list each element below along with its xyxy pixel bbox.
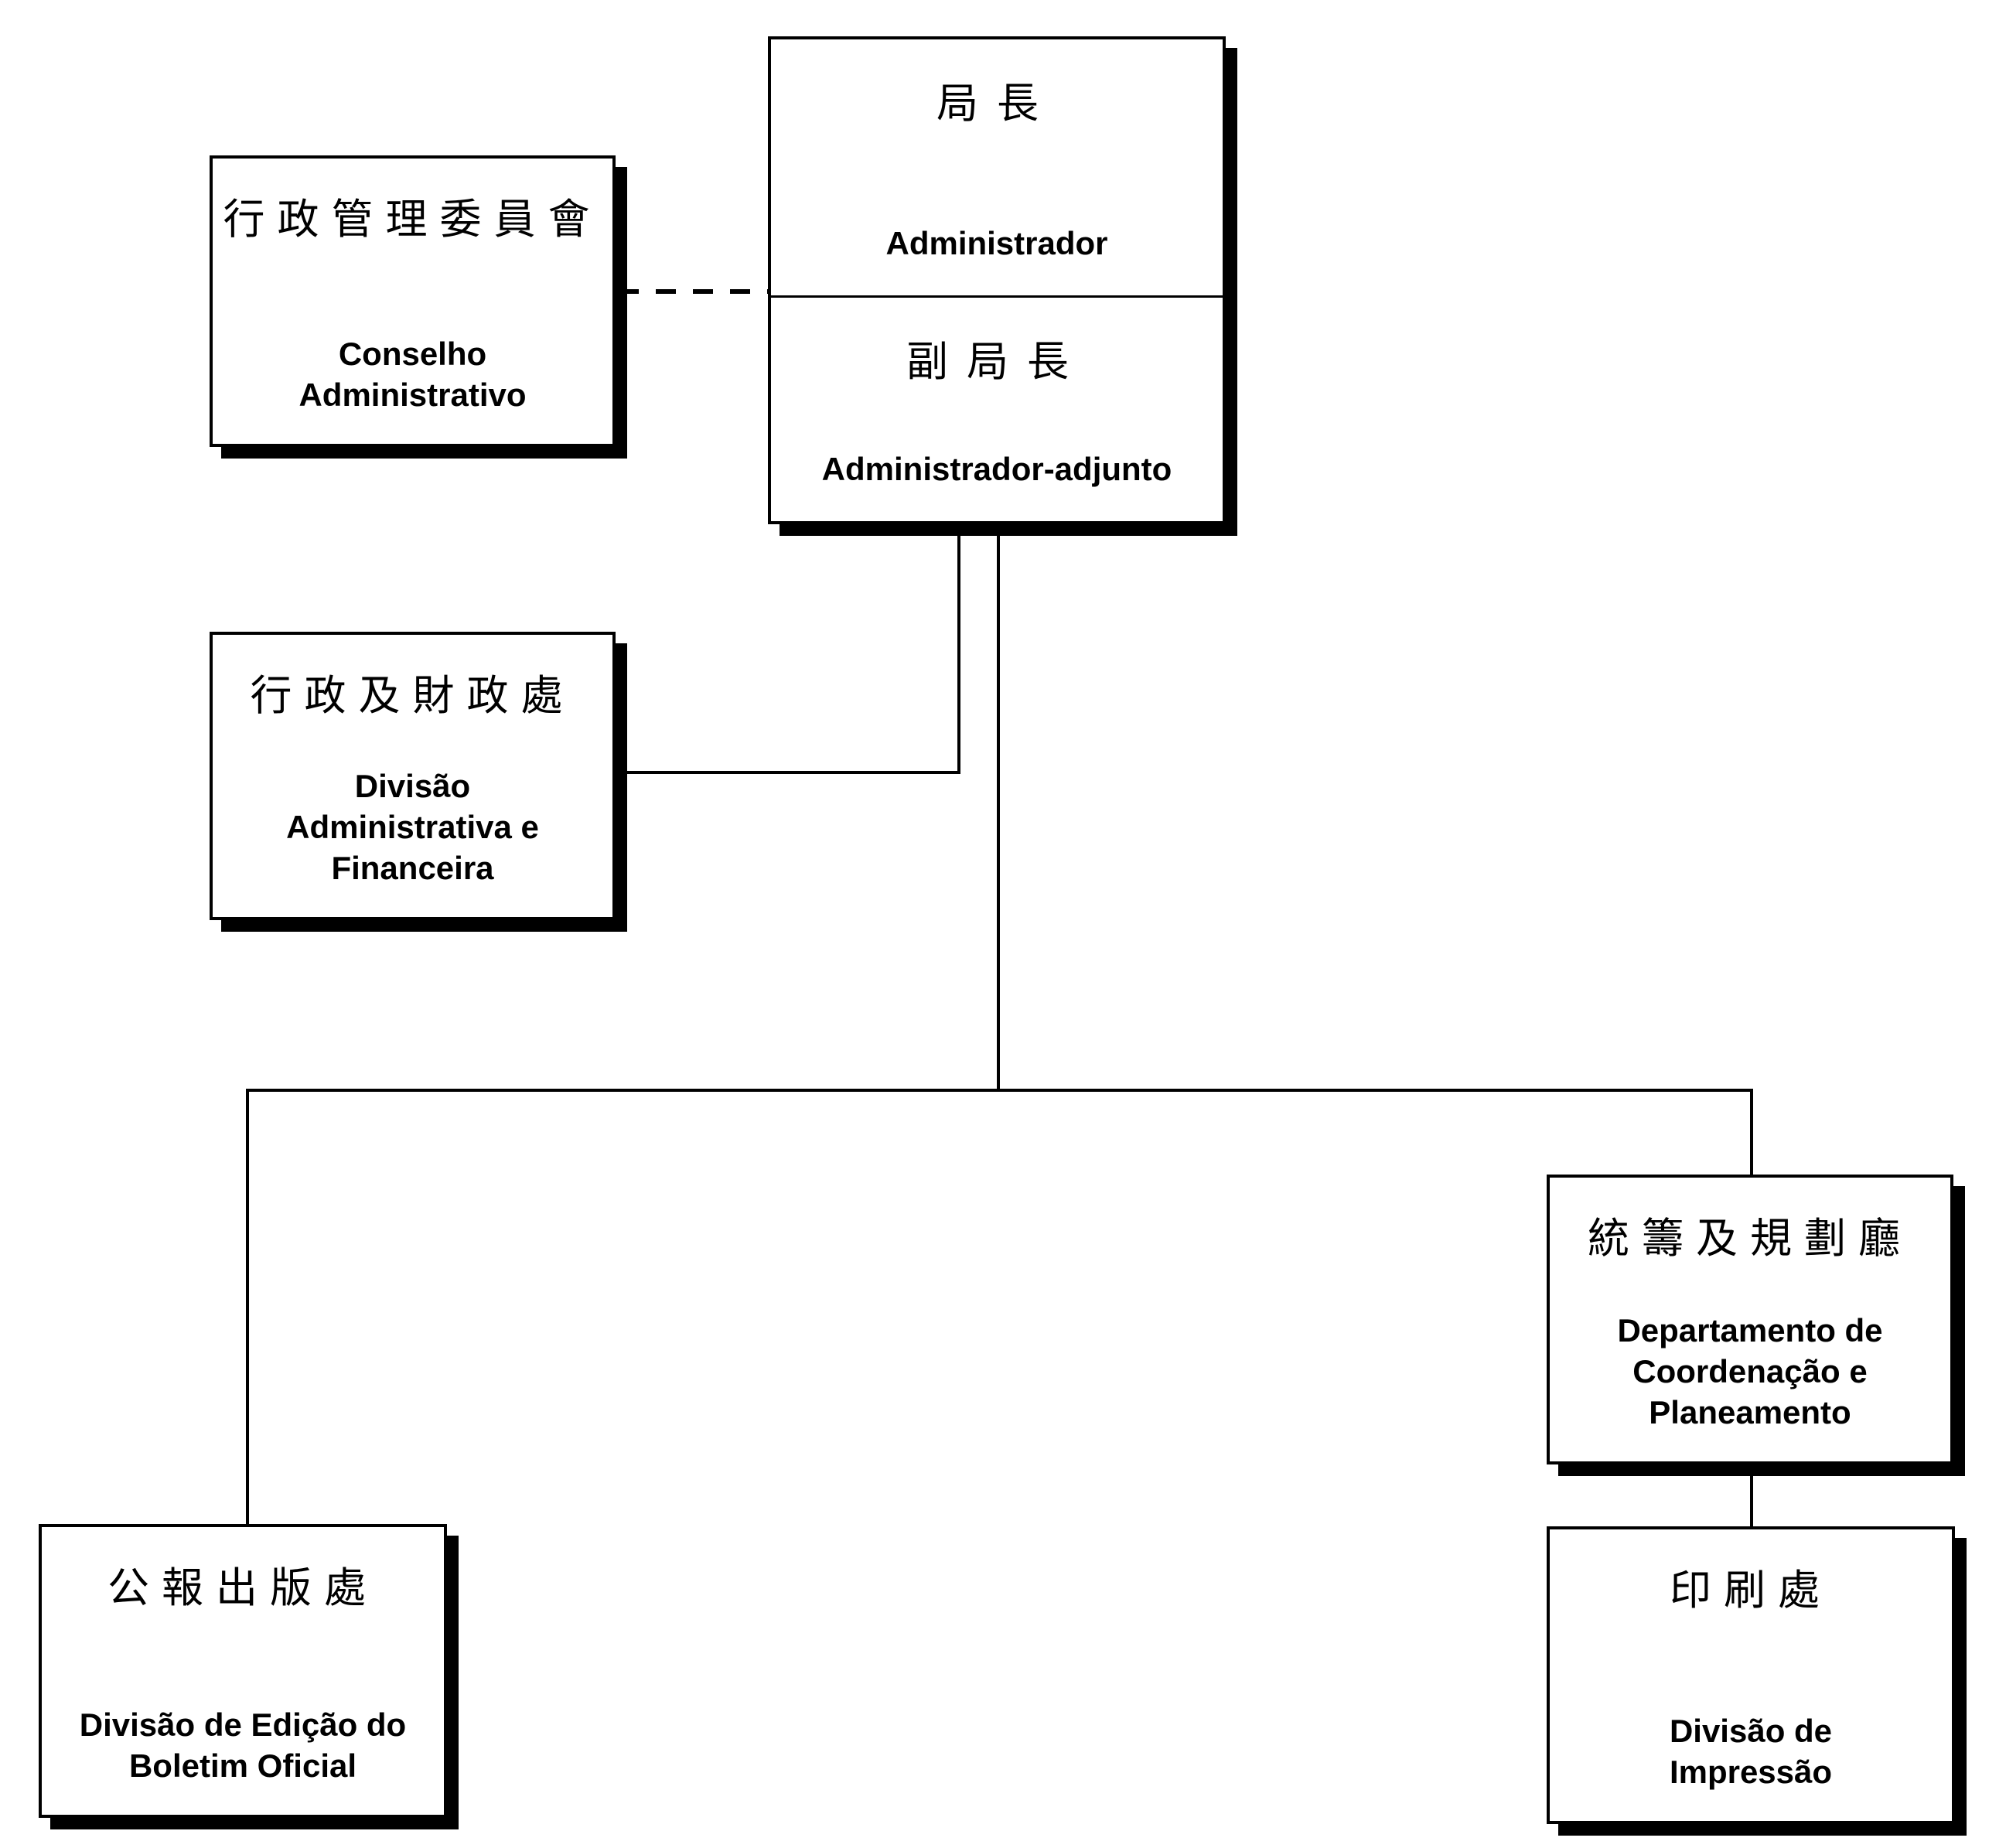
box-departamento-coordenacao: 統籌及規劃廳 Departamento de Coordenação e Pla… <box>1547 1175 1953 1464</box>
administrador-title-pt: Administrador <box>885 225 1108 262</box>
conselho-title-pt: Conselho Administrativo <box>299 336 527 414</box>
connector-rail-to-dept-coord-vertical <box>1750 1089 1753 1178</box>
conselho-title-zh: 行政管理委員會 <box>223 196 602 243</box>
box-divisao-impressao: 印刷處 Divisão de Impressão <box>1547 1526 1955 1824</box>
cell-administrador: 局長 Administrador <box>771 39 1223 298</box>
impressao-title-zh: 印刷處 <box>1670 1567 1832 1614</box>
connector-admin-trunk-vertical <box>997 524 1000 1092</box>
box-divisao-administrativa-financeira: 行政及財政處 Divisão Administrativa e Financei… <box>210 632 616 920</box>
divisao-af-title-pt: Divisão Administrativa e Financeira <box>286 768 539 887</box>
dept-coord-title-zh: 統籌及規劃廳 <box>1588 1216 1912 1262</box>
connector-admin-to-divisao-af-vertical <box>957 524 960 774</box>
cell-administrador-adjunto: 副局長 Administrador-adjunto <box>771 298 1223 521</box>
connector-rail-to-boletim-vertical <box>246 1089 249 1527</box>
boletim-title-zh: 公報出版處 <box>107 1565 378 1611</box>
box-conselho-administrativo: 行政管理委員會 Conselho Administrativo <box>210 155 616 447</box>
divisao-af-title-zh: 行政及財政處 <box>250 673 575 719</box>
dept-coord-title-pt: Departamento de Coordenação e Planeament… <box>1617 1312 1883 1431</box>
administrador-adjunto-title-pt: Administrador-adjunto <box>821 451 1172 488</box>
box-administrador: 局長 Administrador 副局長 Administrador-adjun… <box>768 36 1226 524</box>
administrador-adjunto-title-zh: 副局長 <box>906 339 1087 385</box>
administrador-title-zh: 局長 <box>936 80 1057 127</box>
impressao-title-pt: Divisão de Impressão <box>1669 1713 1833 1791</box>
box-divisao-edicao-boletim: 公報出版處 Divisão de Edição do Boletim Ofici… <box>39 1524 447 1818</box>
boletim-title-pt: Divisão de Edição do Boletim Oficial <box>79 1707 407 1785</box>
connector-admin-to-divisao-af-horizontal <box>619 771 960 774</box>
dashed-connector-conselho <box>619 289 768 294</box>
connector-main-rail-horizontal <box>246 1089 1753 1092</box>
connector-dept-coord-to-impressao-vertical <box>1750 1464 1753 1529</box>
